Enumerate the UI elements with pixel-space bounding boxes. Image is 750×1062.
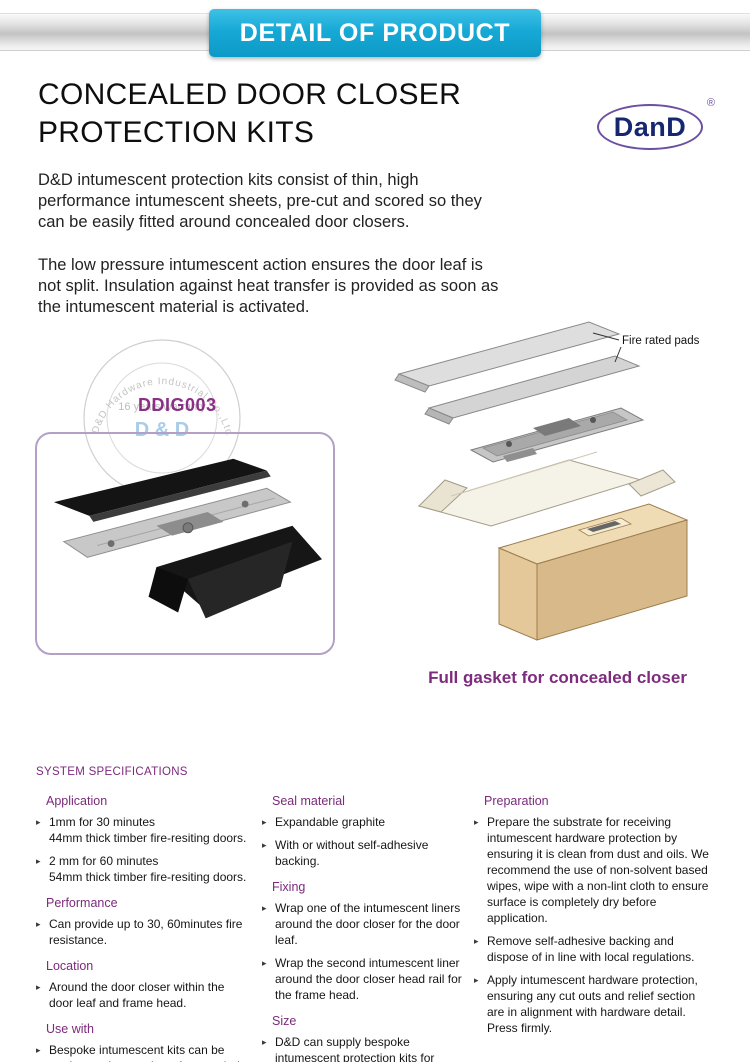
spec-item: ▸ Remove self-adhesive backing and dispos… (474, 933, 714, 965)
spec-section-heading: Use with (46, 1022, 94, 1036)
spec-item-text: Around the door closer within the door l… (49, 980, 225, 1010)
page-title: CONCEALED DOOR CLOSER PROTECTION KITS (38, 76, 461, 152)
door-closer-body (62, 487, 292, 558)
spec-section-heading: Fixing (272, 880, 306, 894)
spec-column: Application ▸ 1mm for 30 minutes 44mm thic… (36, 790, 250, 1062)
bullet-arrow-icon: ▸ (262, 903, 267, 913)
spec-item-text: Apply intumescent hardware protection, e… (487, 973, 698, 1035)
intumescent-liner (417, 451, 676, 527)
header-metallic-bar: DETAIL OF PRODUCT (0, 9, 750, 57)
spec-column: Seal material ▸ Expandable graphite ▸ With o… (262, 790, 462, 1062)
spec-item-text: Remove self-adhesive backing and dispose… (487, 934, 695, 964)
intumescent-sheet-folded (148, 525, 323, 619)
bullet-arrow-icon: ▸ (36, 1045, 41, 1055)
spec-item-text: Prepare the substrate for receiving intu… (487, 815, 709, 925)
spec-item-text: 1mm for 30 minutes 44mm thick timber fir… (49, 815, 247, 845)
concealed-door-closer (469, 407, 645, 463)
spec-section-heading: Size (272, 1014, 297, 1028)
spec-item-text: 2 mm for 60 minutes 54mm thick timber fi… (49, 854, 247, 884)
spec-section-heading: Location (46, 959, 94, 973)
spec-item-text: Expandable graphite (275, 815, 386, 829)
spec-item: ▸ Apply intumescent hardware protection, … (474, 972, 714, 1036)
spec-item: ▸ With or without self-adhesive backing. (262, 837, 462, 869)
bullet-arrow-icon: ▸ (474, 936, 479, 946)
spec-section-heading: Seal material (272, 794, 345, 808)
spec-item: ▸ Can provide up to 30, 60minutes fire re… (36, 916, 250, 948)
intumescent-sheet-top (53, 458, 271, 522)
bullet-arrow-icon: ▸ (262, 1037, 267, 1047)
spec-item: ▸ Wrap one of the intumescent liners arou… (262, 900, 462, 948)
specs-columns: Application ▸ 1mm for 30 minutes 44mm thic… (36, 790, 714, 1062)
spec-item: ▸ Bespoke intumescent kits can be made to… (36, 1042, 250, 1062)
intro-paragraph-1: D&D intumescent protection kits consist … (38, 171, 482, 231)
spec-item-text: Wrap the second intumescent liner around… (275, 956, 462, 1002)
product-photo-frame (35, 432, 335, 655)
spec-item: ▸ 2 mm for 60 minutes 54mm thick timber f… (36, 853, 250, 885)
bullet-arrow-icon: ▸ (36, 982, 41, 992)
detail-banner: DETAIL OF PRODUCT (209, 9, 541, 57)
page-title-line-2: PROTECTION KITS (38, 116, 315, 149)
spec-section-heading: Preparation (484, 794, 549, 808)
bullet-arrow-icon: ▸ (474, 975, 479, 985)
diagram-caption: Full gasket for concealed closer (428, 668, 687, 687)
bullet-arrow-icon: ▸ (36, 919, 41, 929)
fire-rated-pads-callout: Fire rated pads (592, 332, 700, 363)
spec-item: ▸ Expandable graphite (262, 814, 462, 830)
door-head-wood-block (497, 503, 689, 641)
spec-item-text: D&D can supply bespoke intumescent prote… (275, 1035, 435, 1062)
banner-label: DETAIL OF PRODUCT (239, 18, 511, 47)
intro-paragraph-2: The low pressure intumescent action ensu… (38, 256, 499, 316)
registered-trademark-icon: ® (706, 97, 715, 109)
spec-item: ▸ 1mm for 30 minutes 44mm thick timber fi… (36, 814, 250, 846)
spec-item: ▸ D&D can supply bespoke intumescent prot… (262, 1034, 462, 1062)
bullet-arrow-icon: ▸ (36, 856, 41, 866)
product-code: DDIG003 (138, 395, 217, 415)
spec-item-text: Wrap one of the intumescent liners aroun… (275, 901, 461, 947)
watermark-brand-text: D & D (135, 419, 189, 441)
spec-item: ▸ Around the door closer within the door … (36, 979, 250, 1011)
spec-item-text: With or without self-adhesive backing. (275, 838, 429, 868)
watermark-warranty-text: 16 years warranty (118, 401, 206, 413)
brand-logo-text: DanD (613, 111, 687, 142)
spec-item-text: Can provide up to 30, 60minutes fire res… (49, 917, 243, 947)
bullet-arrow-icon: ▸ (36, 817, 41, 827)
brand-logo: DanD ® (597, 97, 715, 150)
exploded-diagram: Fire rated pads (394, 321, 700, 641)
spec-column: Preparation ▸ Prepare the substrate for re… (474, 790, 714, 1062)
page-title-line-1: CONCEALED DOOR CLOSER (38, 78, 462, 111)
bullet-arrow-icon: ▸ (262, 958, 267, 968)
bullet-arrow-icon: ▸ (474, 817, 479, 827)
bullet-arrow-icon: ▸ (262, 817, 267, 827)
intro-section: D&D intumescent protection kits consist … (38, 170, 500, 340)
spec-section-heading: Performance (46, 896, 118, 910)
spec-item-text: Bespoke intumescent kits can be made to … (49, 1043, 240, 1062)
bullet-arrow-icon: ▸ (262, 840, 267, 850)
fire-rated-pads-label: Fire rated pads (622, 335, 700, 347)
specs-title: SYSTEM SPECIFICATIONS (36, 766, 188, 778)
spec-item: ▸ Wrap the second intumescent liner aroun… (262, 955, 462, 1003)
fire-rated-pads (394, 321, 641, 425)
spec-item: ▸ Prepare the substrate for receiving int… (474, 814, 714, 926)
spec-section-heading: Application (46, 794, 108, 808)
product-photo (53, 458, 323, 619)
